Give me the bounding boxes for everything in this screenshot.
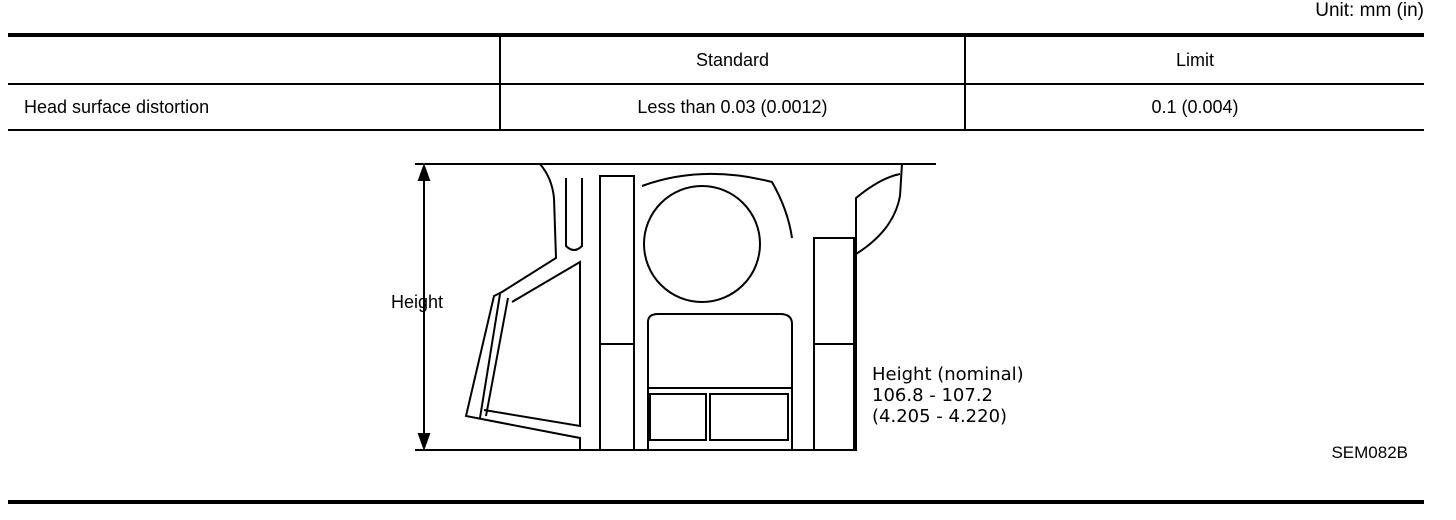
table-header-row: Standard Limit <box>8 33 1424 85</box>
specification-table: Standard Limit Head surface distortion L… <box>8 33 1424 131</box>
chamber-outline <box>647 313 793 450</box>
nominal-mm: 106.8 - 107.2 <box>872 385 993 406</box>
port-right <box>709 393 789 441</box>
height-label: Height <box>391 292 444 312</box>
nominal-title: Height (nominal) <box>872 364 1024 385</box>
intake-port-lines <box>479 293 509 419</box>
nominal-in: (4.205 - 4.220) <box>872 406 1008 427</box>
cell-limit: 0.1 (0.004) <box>964 84 1424 131</box>
left-column <box>599 175 635 451</box>
header-cell-item <box>8 33 500 85</box>
table-row: Head surface distortion Less than 0.03 (… <box>8 84 1424 131</box>
cell-standard: Less than 0.03 (0.0012) <box>499 84 965 131</box>
arrow-up-icon <box>417 163 431 181</box>
header-cell-limit: Limit <box>964 33 1424 85</box>
header-cell-standard: Standard <box>499 33 965 85</box>
intake-wall <box>483 260 581 428</box>
unit-label: Unit: mm (in) <box>1315 0 1424 21</box>
figure-code: SEM082B <box>1331 443 1408 462</box>
port-left <box>649 393 707 441</box>
right-jacket <box>855 173 901 254</box>
bottom-rule <box>8 500 1424 504</box>
bore-housing <box>641 172 793 239</box>
head-outline <box>464 163 904 451</box>
left-boss <box>565 178 583 251</box>
cylinder-head-diagram <box>415 163 936 451</box>
cell-item: Head surface distortion <box>8 84 500 131</box>
arrow-down-icon <box>417 433 431 451</box>
camshaft-bore <box>643 185 761 303</box>
nominal-height-callout: Height (nominal) 106.8 - 107.2 (4.205 - … <box>872 364 1024 427</box>
